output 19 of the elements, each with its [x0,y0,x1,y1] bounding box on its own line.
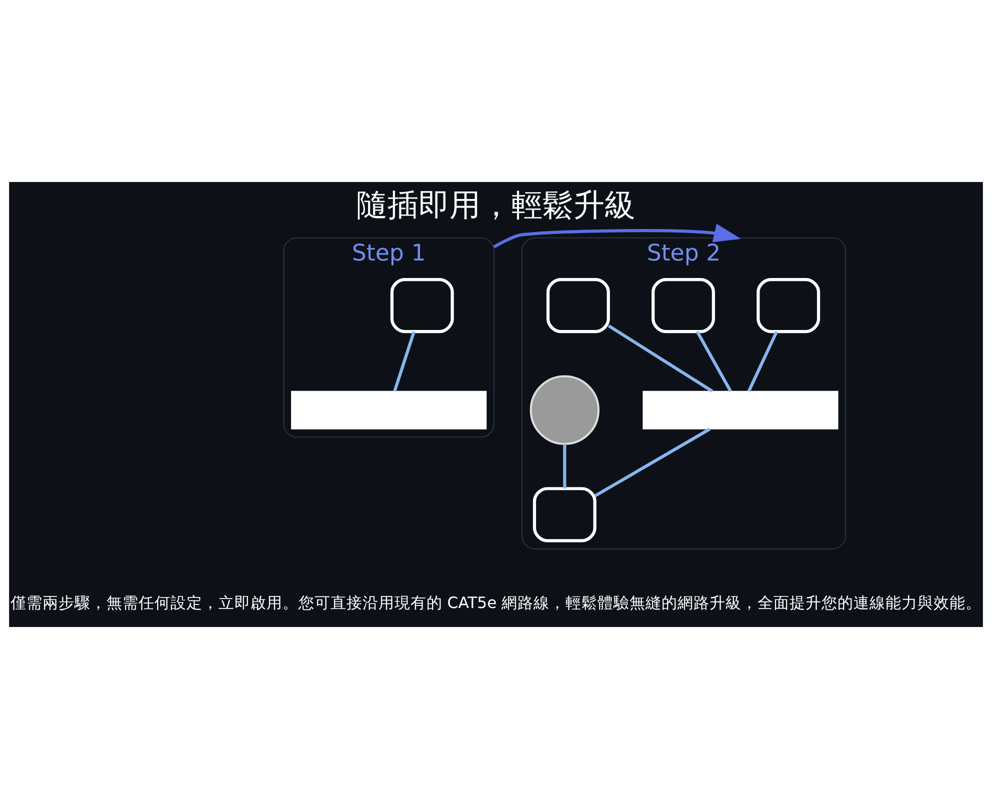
arrow [493,224,741,248]
connector [563,444,566,488]
node-box [532,487,596,542]
connector [696,330,732,392]
node-box [652,278,715,334]
diagram-title: 隨插即用，輕鬆升級 [356,187,636,224]
node-bar [291,390,487,430]
node-box [546,278,610,334]
node-box [756,278,820,334]
node-box [390,278,454,334]
connector [393,331,416,392]
connector [608,324,714,393]
connector [594,428,711,498]
node-bar [642,390,838,430]
caption: 僅需兩步驟，無需任何設定，立即啟用。您可直接沿用現有的 CAT5e 網路線，輕鬆體驗無縫的網路升級，全面提升您的連線能力與效能。 [10,594,982,612]
connector [747,330,778,392]
cluster: Step 2 [522,237,846,550]
cluster: Step 1 [283,237,494,438]
node-circle [530,375,600,445]
